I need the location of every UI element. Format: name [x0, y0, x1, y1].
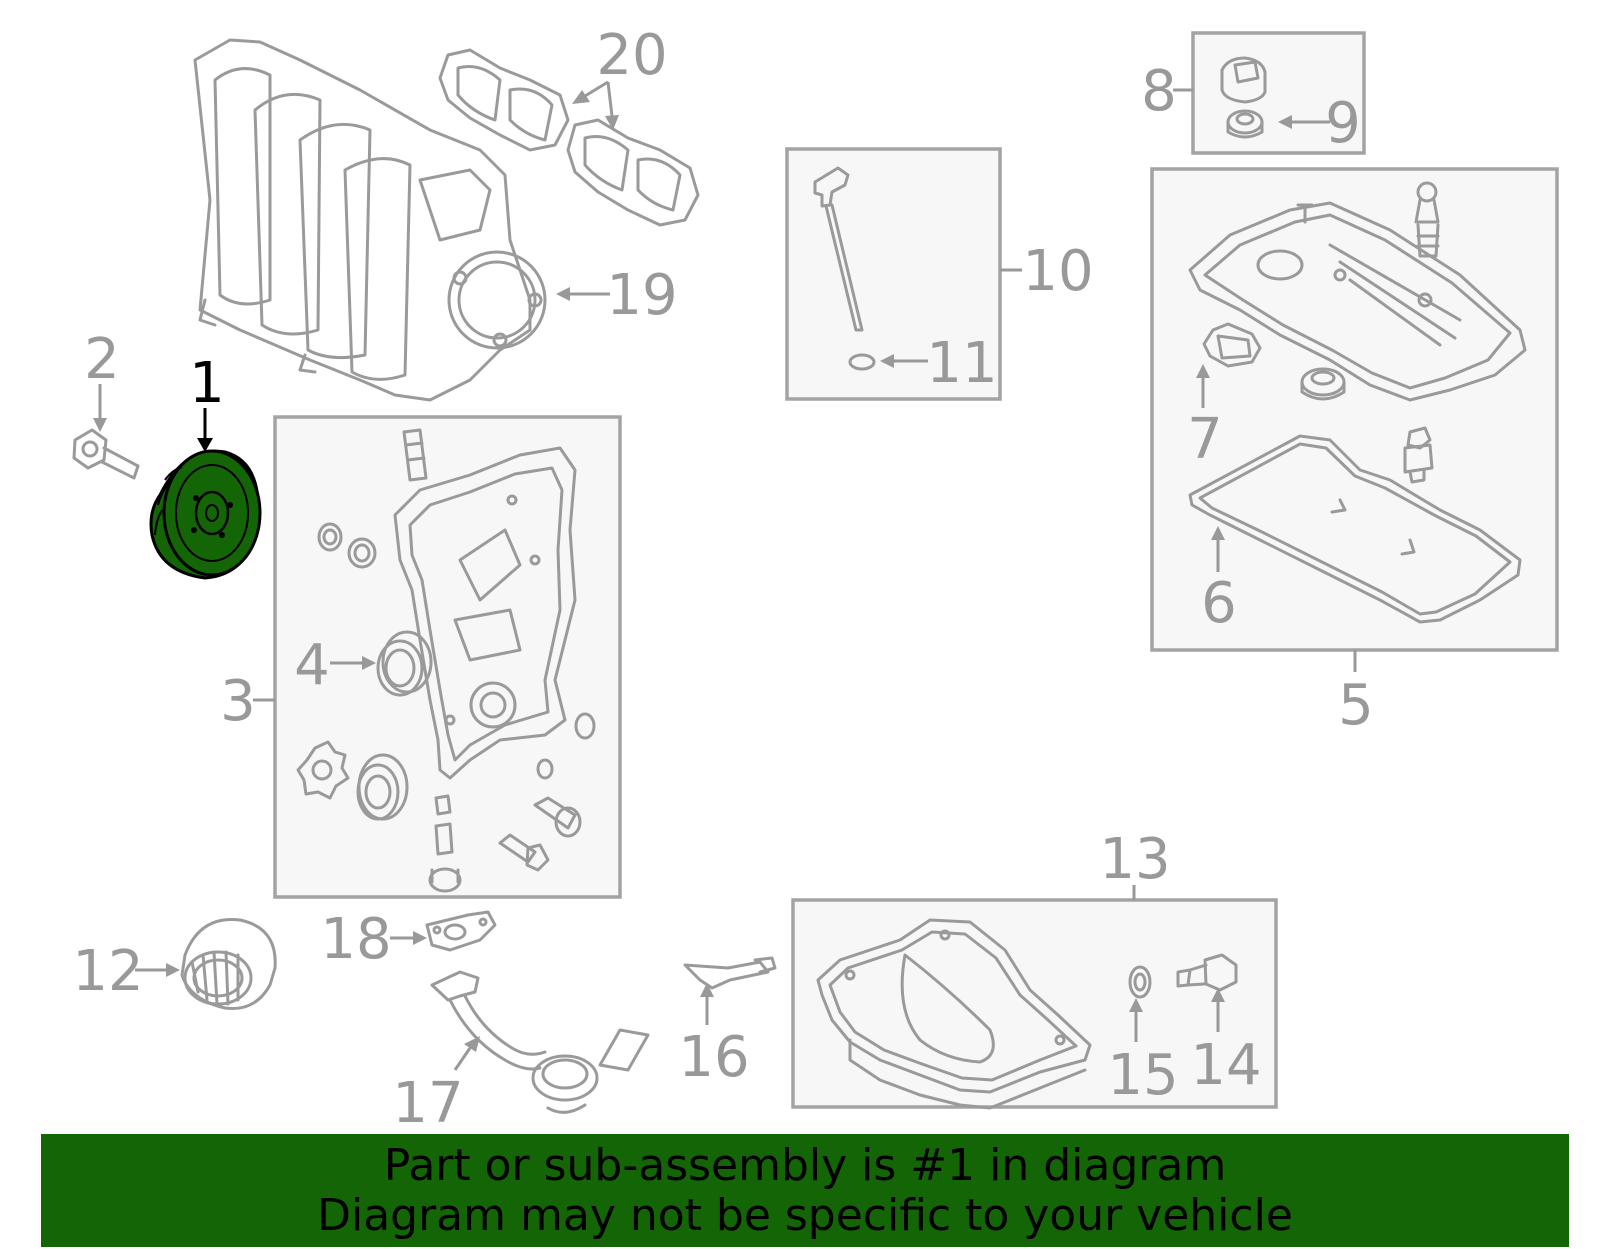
crankshaft-pulley-part-highlighted	[149, 449, 262, 580]
oil-pressure-switch-part	[1403, 426, 1434, 484]
callout-5: 5	[1338, 673, 1374, 738]
front-crank-seal-part	[376, 630, 433, 697]
cap-gasket-part	[1226, 109, 1264, 139]
drain-plug-part	[1176, 953, 1238, 992]
oil-filler-cap-part	[1220, 56, 1267, 104]
parts-diagram: 1 2 3 4 5 6 7 8 9 10 11 12 13 14 15 16 1…	[72, 23, 1559, 1130]
callout-10: 10	[1022, 239, 1093, 304]
intake-gasket-part	[438, 48, 700, 227]
oil-pan-part	[816, 918, 1092, 1110]
callout-12: 12	[72, 939, 143, 1004]
callout-20: 20	[596, 23, 667, 88]
callout-17: 17	[392, 1071, 463, 1130]
info-banner: Part or sub-assembly is #1 in diagram Di…	[41, 1134, 1569, 1247]
oil-filter-part	[180, 917, 277, 1011]
callout-1: 1	[189, 351, 225, 416]
callout-18: 18	[320, 907, 391, 972]
callout-7: 7	[1187, 407, 1223, 472]
callout-9: 9	[1325, 91, 1361, 156]
valve-cover-gasket-part	[1188, 434, 1522, 624]
valve-cover-part	[1188, 201, 1527, 402]
dipstick-part	[813, 166, 876, 371]
leader-lines	[93, 80, 1357, 1071]
callout-16: 16	[678, 1025, 749, 1090]
timing-cover-part	[393, 446, 577, 780]
pulley-bolt-part	[72, 428, 140, 480]
callout-numbers: 1 2 3 4 5 6 7 8 9 10 11 12 13 14 15 16 1…	[72, 23, 1373, 1130]
oil-pickup-tube-part	[430, 970, 650, 1114]
dowel-pin-part	[402, 428, 428, 482]
callout-2: 2	[84, 327, 120, 392]
callout-13: 13	[1099, 827, 1170, 892]
pcv-valve-part	[1414, 181, 1440, 258]
callout-11: 11	[926, 331, 997, 396]
banner-line-1: Part or sub-assembly is #1 in diagram	[383, 1139, 1227, 1191]
callout-19: 19	[606, 263, 677, 328]
oil-pickup-gasket-part	[425, 910, 497, 952]
callout-14: 14	[1190, 1033, 1261, 1098]
drain-plug-washer-part	[1128, 965, 1152, 999]
callout-15: 15	[1107, 1043, 1178, 1108]
callout-4: 4	[294, 633, 330, 698]
intake-manifold-part	[193, 38, 547, 402]
callout-3: 3	[220, 669, 256, 734]
group-box-13	[791, 898, 1278, 1109]
callout-8: 8	[1141, 59, 1177, 124]
group-box-8	[1191, 31, 1366, 155]
spark-plug-tube-seal-part	[1202, 322, 1262, 368]
banner-line-2: Diagram may not be specific to your vehi…	[317, 1189, 1293, 1241]
timing-cover-bolts-part	[428, 794, 582, 893]
sprocket-part	[296, 740, 409, 821]
callout-6: 6	[1201, 571, 1237, 636]
small-seals-part	[317, 522, 596, 780]
oil-seal-ring-part	[1300, 367, 1346, 401]
oil-level-sensor-part	[683, 956, 777, 990]
